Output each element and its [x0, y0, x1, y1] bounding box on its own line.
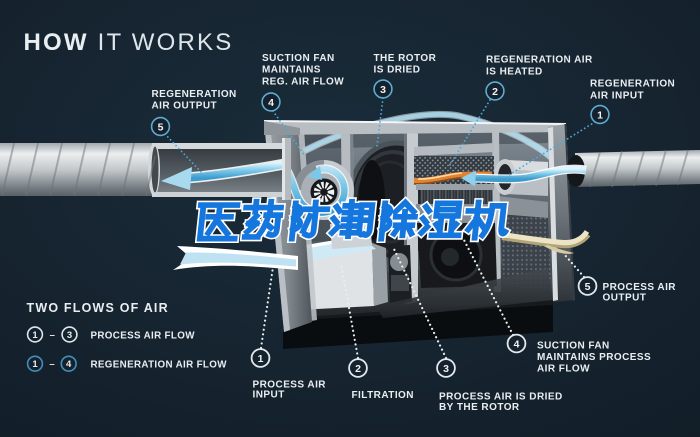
- svg-text:IS HEATED: IS HEATED: [486, 67, 543, 78]
- svg-text:–: –: [49, 359, 54, 370]
- svg-text:REGENERATION: REGENERATION: [590, 79, 675, 90]
- svg-text:AIR OUTPUT: AIR OUTPUT: [152, 101, 218, 112]
- svg-text:PROCESS AIR FLOW: PROCESS AIR FLOW: [91, 331, 196, 342]
- svg-text:THE ROTOR: THE ROTOR: [374, 53, 437, 64]
- svg-text:2: 2: [492, 86, 498, 98]
- svg-text:4: 4: [66, 359, 72, 370]
- svg-text:REGENERATION: REGENERATION: [152, 89, 237, 100]
- svg-text:INPUT: INPUT: [253, 390, 285, 401]
- svg-text:1: 1: [32, 359, 38, 370]
- svg-text:FILTRATION: FILTRATION: [352, 390, 414, 401]
- svg-text:PROCESS AIR IS DRIED: PROCESS AIR IS DRIED: [439, 392, 563, 403]
- svg-text:1: 1: [32, 330, 38, 341]
- svg-text:1: 1: [597, 110, 603, 122]
- svg-text:AIR FLOW: AIR FLOW: [537, 364, 590, 375]
- svg-text:IS DRIED: IS DRIED: [374, 65, 421, 76]
- svg-text:REG. AIR FLOW: REG. AIR FLOW: [262, 76, 344, 87]
- svg-text:4: 4: [268, 97, 274, 109]
- svg-text:4: 4: [514, 339, 520, 351]
- svg-text:PROCESS AIR: PROCESS AIR: [253, 380, 327, 391]
- svg-text:BY THE ROTOR: BY THE ROTOR: [439, 402, 520, 413]
- svg-text:5: 5: [585, 281, 591, 293]
- svg-text:2: 2: [355, 363, 361, 375]
- svg-text:–: –: [50, 330, 55, 341]
- svg-text:3: 3: [67, 330, 72, 341]
- svg-text:MAINTAINS: MAINTAINS: [262, 65, 321, 76]
- svg-text:REGENERATION AIR: REGENERATION AIR: [486, 55, 593, 66]
- svg-text:3: 3: [380, 84, 386, 96]
- svg-text:3: 3: [443, 363, 449, 375]
- svg-text:HOW IT WORKS: HOW IT WORKS: [24, 29, 234, 56]
- svg-text:PROCESS AIR: PROCESS AIR: [603, 282, 677, 293]
- svg-text:OUTPUT: OUTPUT: [603, 293, 647, 304]
- svg-text:SUCTION FAN: SUCTION FAN: [262, 53, 335, 64]
- svg-text:REGENERATION AIR FLOW: REGENERATION AIR FLOW: [91, 360, 228, 371]
- svg-text:5: 5: [158, 122, 164, 134]
- svg-text:TWO FLOWS OF AIR: TWO FLOWS OF AIR: [27, 301, 169, 315]
- svg-text:AIR INPUT: AIR INPUT: [590, 91, 644, 102]
- svg-text:SUCTION FAN: SUCTION FAN: [537, 341, 610, 352]
- svg-text:MAINTAINS PROCESS: MAINTAINS PROCESS: [537, 352, 651, 363]
- svg-text:1: 1: [258, 353, 264, 365]
